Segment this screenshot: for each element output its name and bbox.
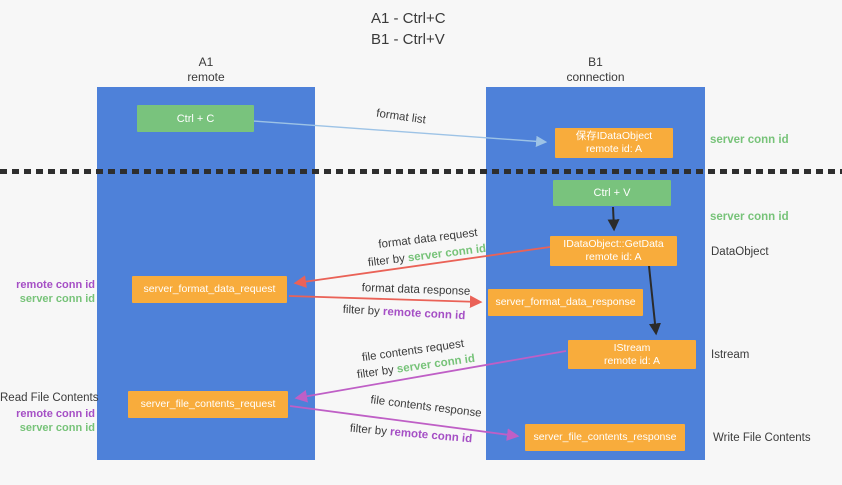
node-save-idataobject-line2: remote id: A bbox=[585, 143, 643, 155]
edge-label-filter-remote-2: filter by remote conn id bbox=[349, 423, 472, 446]
left-server-conn-id: server conn id bbox=[19, 293, 95, 305]
left-remote-conn-id: remote conn id bbox=[16, 408, 95, 420]
left-remote-conn-id: remote conn id bbox=[16, 279, 95, 291]
node-ctrl-c-label: Ctrl + C bbox=[176, 112, 215, 125]
title-line-2: B1 - Ctrl+V bbox=[371, 31, 445, 48]
node-getdata-line1: IDataObject::GetData bbox=[563, 238, 664, 250]
node-istream: IStream remote id: A bbox=[568, 340, 696, 369]
dotted-separator-line bbox=[0, 169, 842, 174]
node-file-request-label: server_file_contents_request bbox=[140, 398, 276, 410]
node-server-format-data-response: server_format_data_response bbox=[488, 289, 643, 316]
column-header-b1: B1 connection bbox=[486, 55, 705, 85]
left-server-conn-id: server conn id bbox=[19, 422, 95, 434]
node-getdata-line2: remote id: A bbox=[585, 251, 642, 263]
node-server-format-data-request: server_format_data_request bbox=[132, 276, 287, 303]
edge-label-filter-remote-1: filter by remote conn id bbox=[342, 304, 465, 322]
left-conn-ids-file: remote conn id server conn id bbox=[0, 407, 95, 435]
node-save-idataobject-line1: 保存IDataObject bbox=[575, 130, 653, 142]
node-server-file-contents-request: server_file_contents_request bbox=[128, 391, 288, 418]
node-ctrl-c: Ctrl + C bbox=[137, 105, 254, 132]
filter-by-text: filter by bbox=[367, 252, 409, 270]
node-istream-line2: remote id: A bbox=[603, 354, 661, 367]
edge-label-file-contents-response: file contents response bbox=[369, 394, 483, 420]
node-format-response-label: server_format_data_response bbox=[495, 296, 636, 308]
node-ctrl-v: Ctrl + V bbox=[553, 180, 671, 206]
node-file-response-label: server_file_contents_response bbox=[533, 431, 677, 443]
node-istream-line1: IStream bbox=[613, 341, 651, 354]
edge-label-format-list: format list bbox=[375, 107, 427, 127]
dataobject-label: DataObject bbox=[711, 246, 769, 258]
column-a1-subtitle: remote bbox=[187, 70, 225, 84]
read-file-contents-label: Read File Contents bbox=[0, 392, 99, 404]
filter-by-text: filter by bbox=[349, 422, 391, 439]
node-server-file-contents-response: server_file_contents_response bbox=[525, 424, 685, 451]
remote-conn-id-text: remote conn id bbox=[382, 305, 466, 323]
node-format-request-label: server_format_data_request bbox=[143, 283, 276, 295]
node-idataobject-getdata: IDataObject::GetData remote id: A bbox=[550, 236, 677, 266]
left-conn-ids-format: remote conn id server conn id bbox=[0, 278, 95, 306]
column-a1-title: A1 bbox=[198, 55, 214, 69]
right-server-conn-id-top: server conn id bbox=[710, 134, 789, 146]
node-save-idataobject: 保存IDataObject remote id: A bbox=[555, 128, 673, 158]
write-file-contents-label: Write File Contents bbox=[713, 432, 811, 444]
column-header-a1: A1 remote bbox=[97, 55, 315, 85]
column-b1-title: B1 bbox=[588, 55, 603, 69]
node-ctrl-v-label: Ctrl + V bbox=[593, 187, 631, 199]
filter-by-text: filter by bbox=[356, 363, 398, 382]
edge-label-format-data-response: format data response bbox=[361, 282, 471, 298]
title-line-1: A1 - Ctrl+C bbox=[371, 10, 446, 27]
diagram-title: A1 - Ctrl+C B1 - Ctrl+V bbox=[371, 8, 446, 50]
column-b1-subtitle: connection bbox=[566, 70, 625, 84]
istream-label: Istream bbox=[711, 349, 750, 361]
filter-by-text: filter by bbox=[342, 303, 384, 318]
right-server-conn-id-mid: server conn id bbox=[710, 211, 789, 223]
remote-conn-id-text: remote conn id bbox=[389, 426, 473, 446]
